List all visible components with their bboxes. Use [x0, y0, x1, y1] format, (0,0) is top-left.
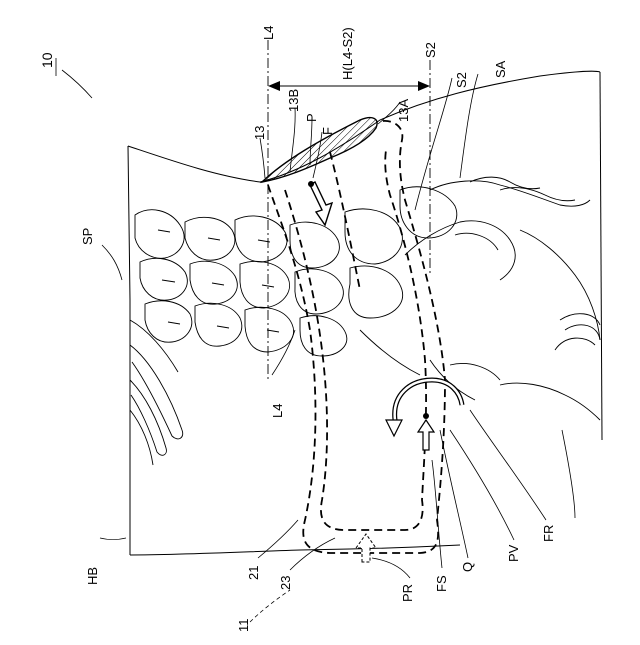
label-13b: 13B [286, 89, 301, 112]
label-q: Q [460, 562, 475, 572]
label-11: 11 [236, 619, 251, 633]
sacrum [405, 177, 600, 340]
label-hb: HB [85, 567, 100, 585]
label-fs: FS [434, 575, 449, 592]
label-13a: 13A [396, 99, 411, 122]
label-pr: PR [400, 584, 415, 602]
leader-lines [62, 70, 575, 622]
label-s2-vertebra: S2 [454, 72, 469, 88]
label-p: P [304, 113, 319, 122]
fs-arrow [418, 413, 434, 450]
label-sp: SP [80, 228, 95, 245]
label-13: 13 [252, 126, 267, 140]
label-pv: PV [506, 544, 521, 562]
label-21: 21 [246, 566, 261, 580]
label-23: 23 [278, 576, 293, 590]
label-l4-top: L4 [261, 26, 276, 40]
label-dimension: H(L4-S2) [340, 27, 355, 80]
label-sa: SA [493, 60, 508, 78]
label-l4-vertebra: L4 [270, 404, 285, 418]
label-fr: FR [541, 525, 556, 542]
label-f: F [320, 127, 335, 135]
garment-outline [268, 121, 445, 553]
force-arrow-f [308, 181, 332, 225]
body-outline-left [128, 146, 130, 555]
body-outline-right [600, 72, 602, 440]
label-s2-top: S2 [423, 42, 438, 58]
figure-number: 10 [39, 52, 55, 68]
